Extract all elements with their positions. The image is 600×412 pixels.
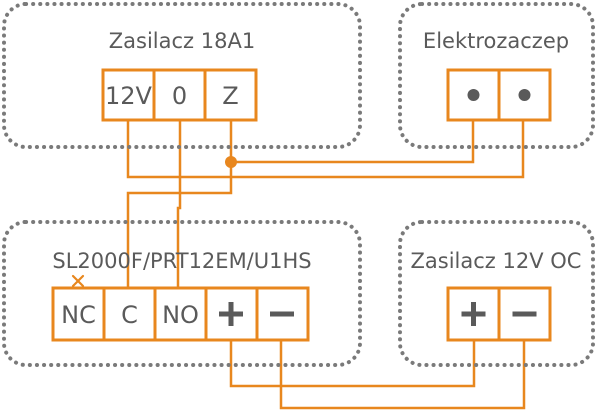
reader-terminal-c-label: C: [121, 301, 138, 329]
wire-minus: [279, 340, 526, 410]
lock-box: Elektrozaczep: [398, 2, 595, 149]
lock-title: Elektrozaczep: [423, 29, 569, 53]
dot-symbol: [467, 89, 480, 101]
psu-terminal-z-label: Z: [222, 82, 238, 110]
wire-junction: [225, 156, 237, 168]
psu-oc-title: Zasilacz 12V OC: [411, 249, 582, 273]
psu-terminal-z: [203, 68, 258, 122]
wire-plus: [229, 340, 476, 388]
wire-z-to-lock: [229, 120, 475, 164]
reader-box: SL2000F/PRT12EM/U1HS NC C NO: [2, 220, 362, 367]
wire-12v-to-lock: [126, 120, 525, 179]
psu-main-title: Zasilacz 18A1: [109, 29, 255, 53]
plus-symbol: [461, 302, 486, 326]
psu-main-outline: [2, 2, 362, 149]
psu-terminal-12v-label: 12V: [105, 82, 153, 110]
wires: [71, 120, 526, 410]
psu-terminal-0-label: 0: [172, 82, 187, 110]
psu-main-box: Zasilacz 18A1 12V 0 Z: [2, 2, 362, 149]
reader-terminal-no-label: NO: [162, 301, 199, 329]
dot-symbol: [518, 89, 531, 101]
reader-terminal-nc-label: NC: [61, 301, 96, 329]
psu-oc-box: Zasilacz 12V OC: [398, 220, 595, 367]
lock-outline: [398, 2, 595, 149]
reader-terminal-no: [153, 286, 208, 342]
minus-symbol: [270, 311, 294, 317]
plus-symbol: [219, 302, 243, 326]
psu-oc-outline: [398, 220, 595, 367]
reader-terminal-nc: [51, 286, 106, 342]
not-connected-mark: [71, 274, 85, 288]
lock-terminal-right: [497, 68, 552, 122]
minus-symbol: [512, 311, 537, 317]
reader-title: SL2000F/PRT12EM/U1HS: [52, 249, 311, 273]
reader-outline: [2, 220, 362, 367]
wire-0-to-reader-no: [176, 120, 182, 288]
